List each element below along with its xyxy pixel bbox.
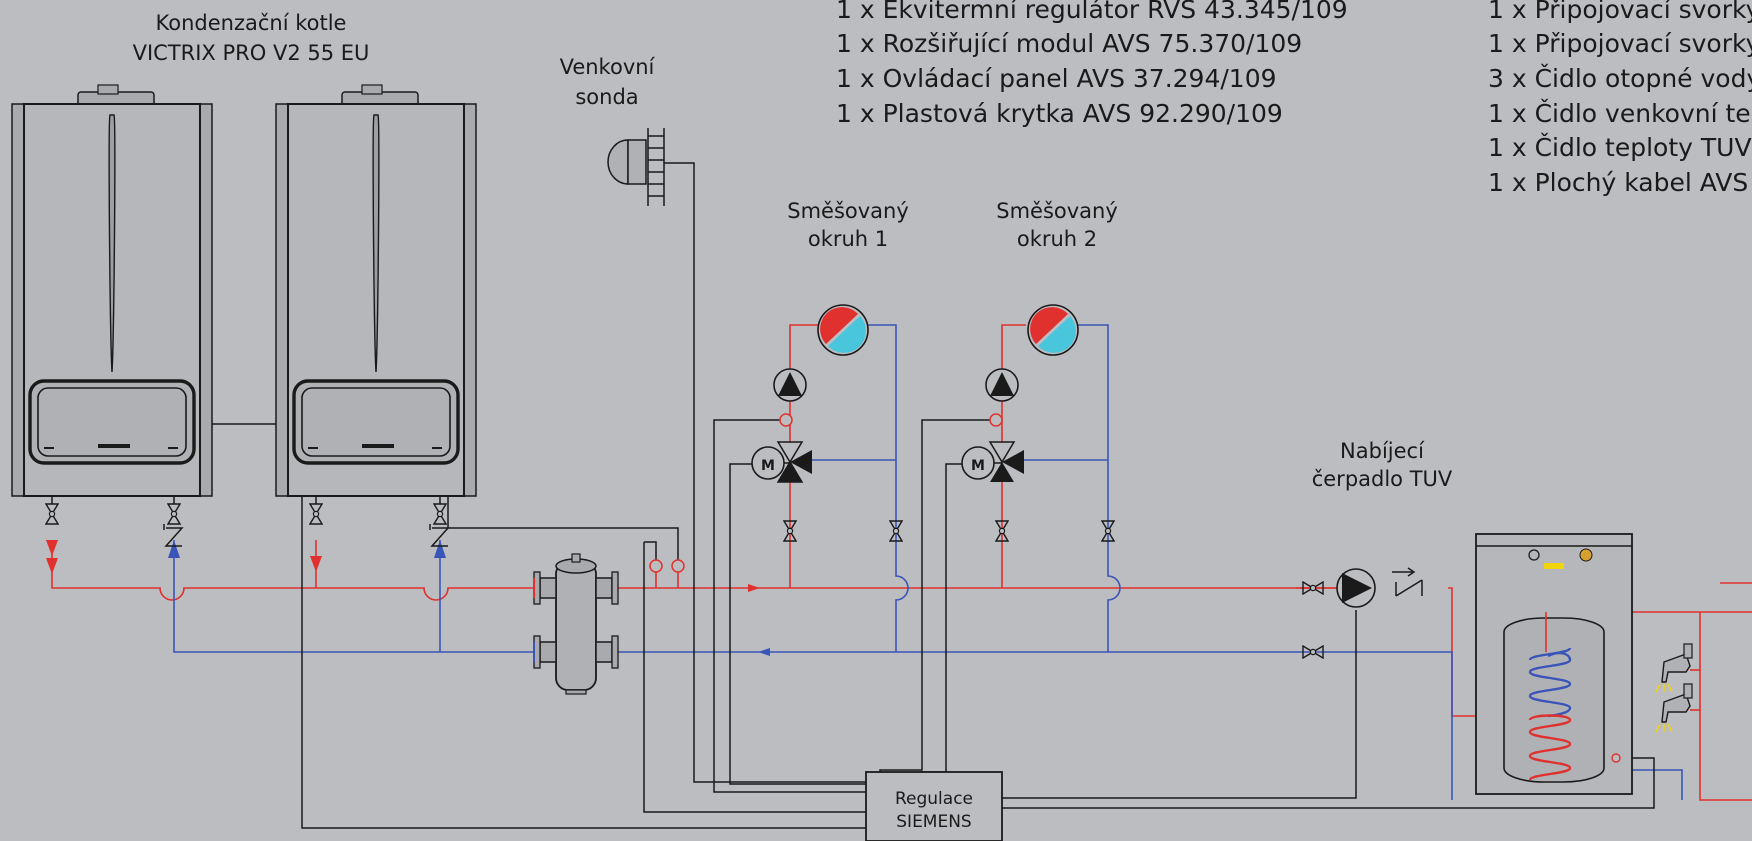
- mixed-circuit-1-label-line2: okruh 1: [808, 227, 888, 251]
- supply-temp-sensors: [649, 559, 685, 573]
- flow-arrows: [46, 540, 770, 656]
- supply-pipes: [51, 324, 1752, 801]
- boiler-2: [275, 84, 477, 547]
- component-item: 1 x Rozšiřující modul AVS 75.370/109: [836, 29, 1302, 58]
- boilers-title-line1: Kondenzační kotle: [156, 11, 347, 35]
- mixed-circuit-2-label-line2: okruh 2: [1017, 227, 1097, 251]
- mixed-circuit-1-assembly: [751, 304, 903, 542]
- hydraulic-separator: [533, 553, 619, 695]
- outdoor-probe: [607, 128, 665, 206]
- boilers-title-line2: VICTRIX PRO V2 55 EU: [133, 41, 370, 65]
- component-item: 1 x Připojovací svorky: [1488, 29, 1752, 58]
- dhw-charging-pump: [1302, 567, 1423, 659]
- component-item: 3 x Čidlo otopné vody: [1488, 63, 1752, 93]
- components-list-left: 1 x Ekvitermní regulátor RVS 43.345/109 …: [836, 0, 1348, 128]
- dhw-pump-label-line1: Nabíjecí: [1340, 439, 1425, 463]
- circuit-1-motor-label: M: [761, 458, 775, 474]
- controller-label-line1: Regulace: [895, 789, 973, 809]
- component-item: 1 x Ovládací panel AVS 37.294/109: [836, 64, 1277, 93]
- siemens-controller: [865, 771, 1003, 841]
- dhw-pump-label-line2: čerpadlo TUV: [1312, 467, 1453, 491]
- circuit-2-motor-label: M: [971, 458, 985, 474]
- hot-coil: [1528, 714, 1572, 782]
- mixed-circuit-2-assembly: [961, 304, 1115, 542]
- component-item: 1 x Ekvitermní regulátor RVS 43.345/109: [836, 0, 1348, 24]
- boiler-1: [11, 84, 213, 547]
- outdoor-probe-label-line2: sonda: [575, 85, 638, 109]
- component-item: 1 x Připojovací svorky: [1488, 0, 1752, 24]
- component-item: 1 x Plastová krytka AVS 92.290/109: [836, 99, 1283, 128]
- controller-label-line2: SIEMENS: [896, 812, 971, 832]
- outdoor-probe-label-line1: Venkovní: [560, 55, 656, 79]
- mixed-circuit-1-label-line1: Směšovaný: [787, 199, 909, 223]
- cold-coil: [1528, 646, 1572, 718]
- component-item: 1 x Čidlo teploty TUV: [1488, 132, 1752, 162]
- component-item: 1 x Čidlo venkovní tep: [1488, 98, 1752, 128]
- hot-water-taps: [1655, 643, 1693, 733]
- dhw-storage-tank: [1475, 533, 1633, 795]
- mixed-circuit-2-label-line1: Směšovaný: [996, 199, 1118, 223]
- component-item: 1 x Plochý kabel AVS: [1488, 168, 1748, 197]
- components-list-right: 1 x Připojovací svorky 1 x Připojovací s…: [1488, 0, 1752, 197]
